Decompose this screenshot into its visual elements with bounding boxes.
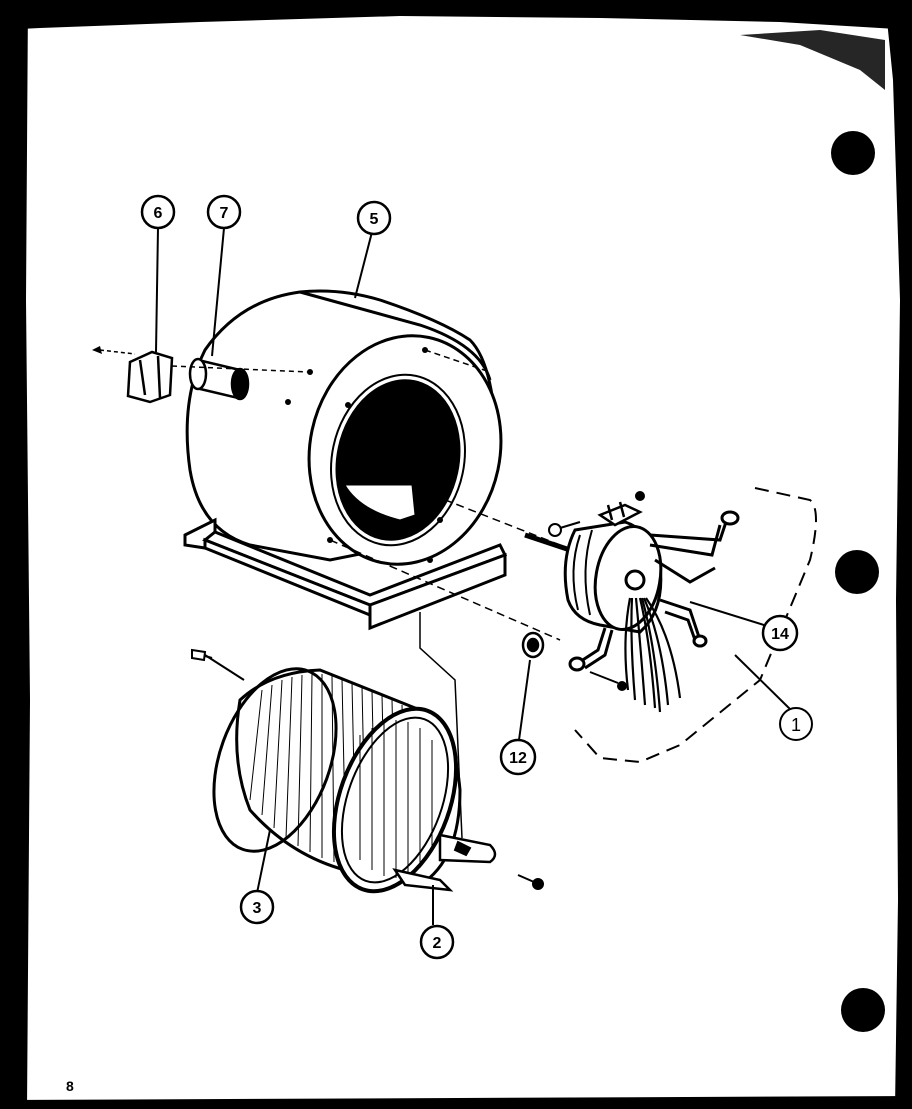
callout-5: 5 [356, 200, 392, 236]
housing-inlet-lip [330, 373, 466, 547]
motor-end-hole [624, 569, 646, 591]
callout-5-label: 5 [370, 211, 379, 228]
callout-14-label: 14 [771, 626, 789, 643]
hub-set-screw [453, 840, 472, 857]
scan-corner-speckle [740, 30, 885, 90]
callout-1-label: 1 [791, 715, 801, 735]
motor-top-bracket [597, 501, 643, 527]
motor-kit-boundary [574, 487, 817, 764]
wheel-inner-blades [359, 720, 433, 878]
motor-screws [548, 491, 645, 691]
callout-12: 12 [499, 738, 537, 776]
scan-left-edge [0, 0, 30, 1109]
wheel-rear-ring [212, 667, 338, 853]
scan-right-edge [885, 0, 912, 1109]
housing-to-motor-leader [329, 539, 561, 641]
callout-1: 1 [779, 707, 813, 741]
base-rail-front [368, 552, 507, 631]
callout-3: 3 [239, 889, 275, 925]
wheel-front-ring-inner [340, 716, 450, 884]
blower-housing [185, 289, 503, 566]
rail-to-hub-leader [419, 612, 463, 839]
clamp-screw [92, 346, 136, 355]
housing-to-motor-top-leader [424, 349, 491, 373]
motor-mount [392, 868, 454, 892]
binder-hole-top [831, 131, 875, 175]
scan-bottom-edge [0, 1096, 912, 1109]
capacitor-clamp [126, 350, 174, 404]
mount-screw [517, 874, 544, 890]
callout-6: 6 [140, 194, 176, 230]
inlet-interior-highlight [344, 484, 416, 521]
page-number: 8 [66, 1078, 74, 1094]
motor-shaft [524, 532, 571, 553]
blower-wheel [212, 667, 497, 894]
callout-3-label: 3 [253, 900, 262, 917]
callout-2: 2 [419, 924, 455, 960]
callout-2-label: 2 [433, 935, 442, 952]
wire-leads [624, 597, 682, 713]
binder-hole-middle [835, 550, 879, 594]
base-rail-side [203, 537, 372, 618]
callout-6-label: 6 [154, 205, 163, 222]
callout-7: 7 [206, 194, 242, 230]
housing-top-edge [299, 290, 492, 381]
capacitor [188, 357, 250, 401]
motor-mount-arms [568, 510, 740, 672]
binder-hole-bottom [841, 988, 885, 1032]
grommet [521, 631, 545, 659]
callout-7-label: 7 [220, 205, 229, 222]
callout-14: 14 [761, 614, 799, 652]
callout-12-label: 12 [509, 750, 527, 767]
mounting-bracket [183, 517, 508, 631]
capacitor-to-housing-leader [171, 365, 309, 373]
scan-top-edge [0, 0, 912, 30]
